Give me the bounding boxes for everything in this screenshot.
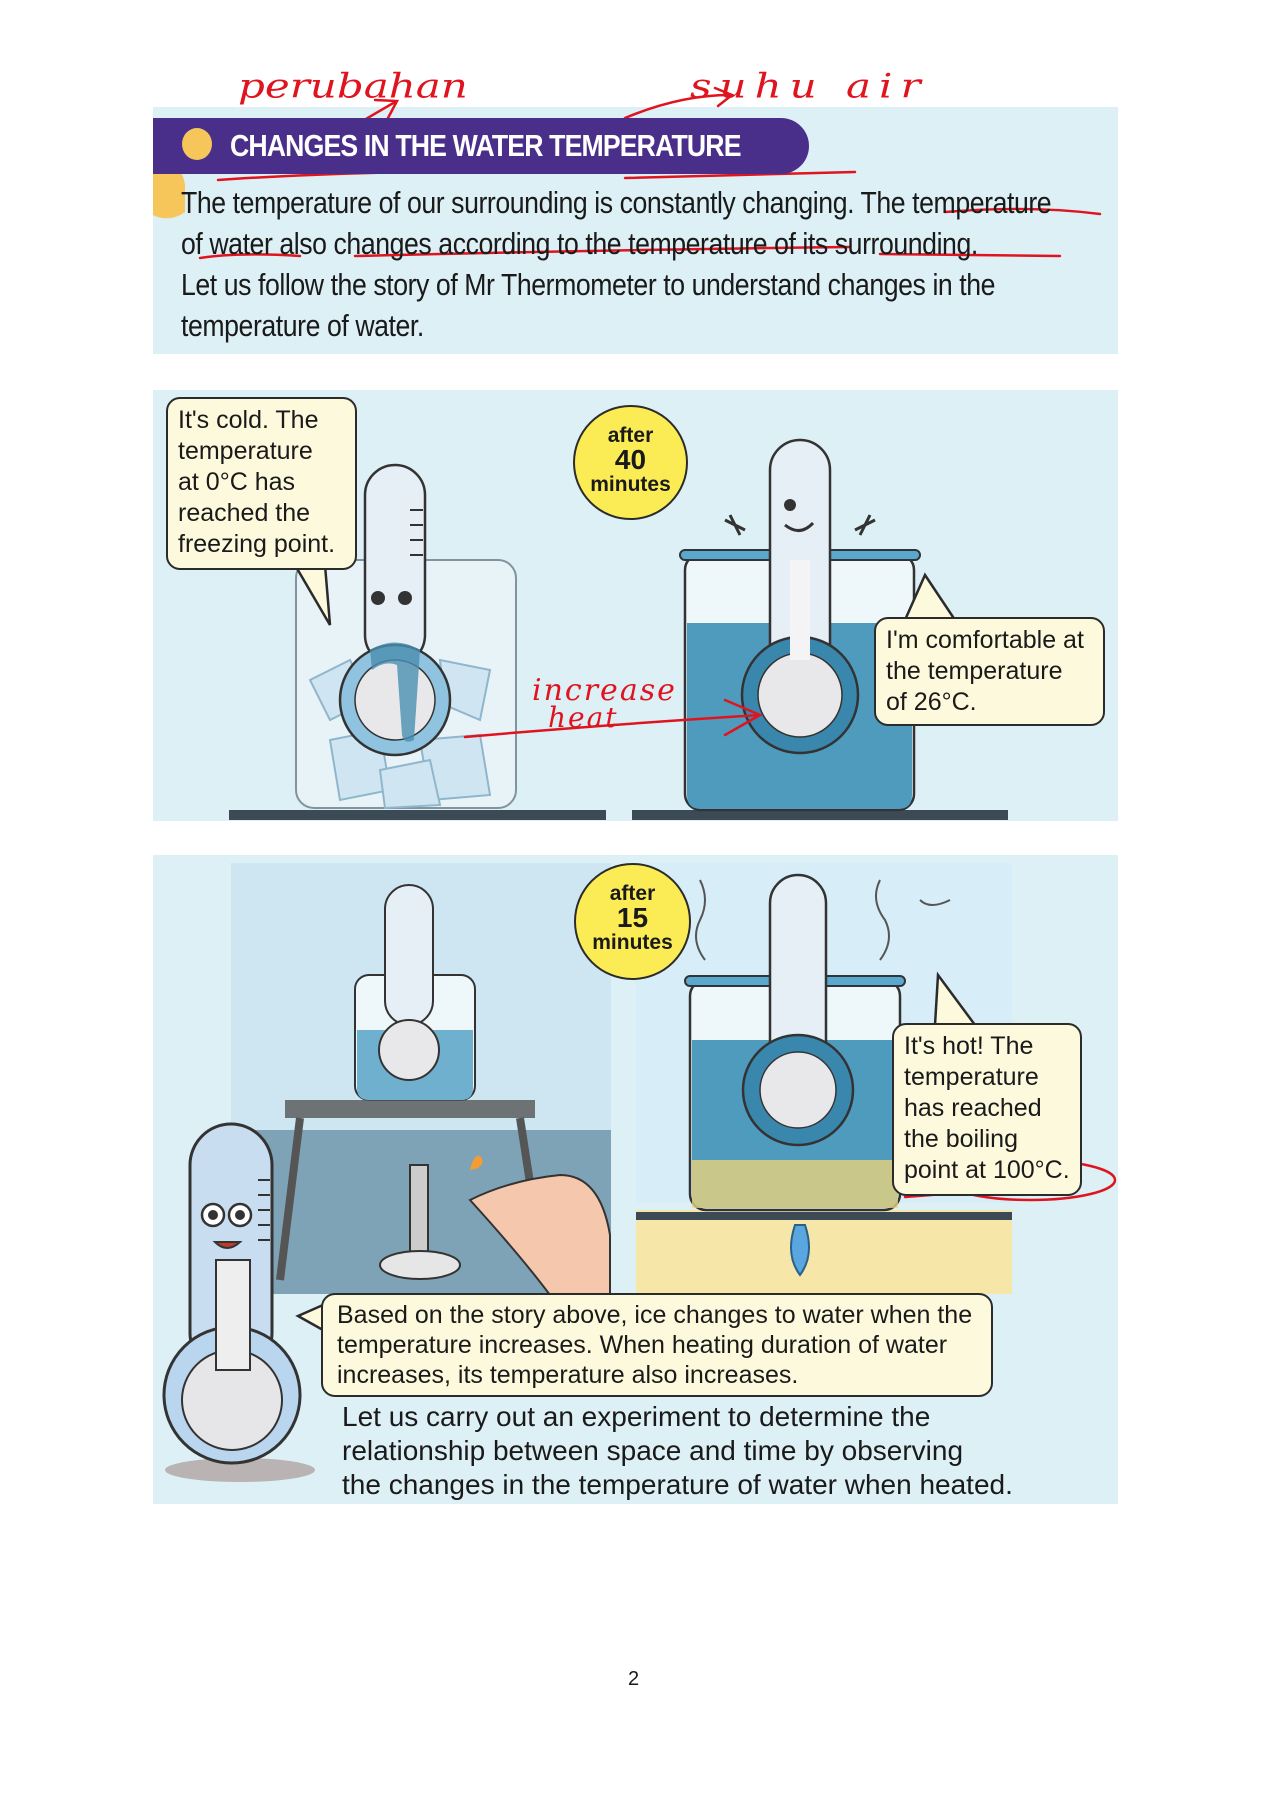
bubble-line: the boiling bbox=[904, 1125, 1018, 1153]
outro-line: Let us carry out an experiment to determ… bbox=[342, 1401, 931, 1432]
timer-label-bottom: minutes bbox=[592, 931, 673, 954]
comfortable-speech-bubble: I'm comfortable at the temperature of 26… bbox=[874, 617, 1105, 726]
bubble-line: reached the bbox=[178, 499, 311, 527]
bubble-line: has reached bbox=[904, 1094, 1042, 1122]
bubble-line: at 0°C has bbox=[178, 468, 296, 496]
boiling-beaker-illustration bbox=[636, 873, 1012, 1277]
timer-label-top: after bbox=[609, 882, 656, 905]
intro-line: The temperature of our surrounding is co… bbox=[181, 185, 1052, 220]
bubble-line: It's cold. The bbox=[178, 406, 319, 434]
bubble-tail bbox=[933, 971, 977, 1026]
outro-line: the changes in the temperature of water … bbox=[342, 1469, 1013, 1500]
cold-beaker-illustration bbox=[229, 463, 606, 820]
header-bullet-icon bbox=[182, 128, 212, 160]
section-title: CHANGES IN THE WATER TEMPERATURE bbox=[230, 128, 741, 163]
timer-number: 40 bbox=[614, 444, 647, 475]
bubble-tail bbox=[295, 1303, 324, 1332]
bubble-line: temperature increases. When heating dura… bbox=[337, 1331, 948, 1359]
bubble-tail bbox=[903, 572, 957, 621]
bubble-line: I'm comfortable at bbox=[886, 626, 1084, 654]
intro-line: Let us follow the story of Mr Thermomete… bbox=[181, 267, 996, 302]
outro-line: relationship between space and time by o… bbox=[342, 1435, 964, 1466]
bubble-line: It's hot! The bbox=[904, 1032, 1034, 1060]
annotation-heat: heat bbox=[548, 701, 619, 734]
intro-paragraph: The temperature of our surrounding is co… bbox=[181, 182, 1193, 346]
bubble-line: increases, its temperature also increase… bbox=[337, 1361, 799, 1389]
handwritten-notes: perubahan suhu air increase heat bbox=[238, 67, 929, 734]
heating-setup-illustration bbox=[276, 884, 611, 1296]
intro-line: of water also changes according to the t… bbox=[181, 226, 978, 261]
page-number: 2 bbox=[628, 1668, 640, 1690]
timer-number: 15 bbox=[616, 902, 649, 933]
bubble-tail bbox=[293, 564, 332, 626]
annotation-perubahan: perubahan bbox=[238, 67, 468, 106]
timer-badge-15-minutes: after 15 minutes bbox=[574, 863, 691, 980]
bubble-line: temperature bbox=[178, 437, 313, 465]
intro-line: temperature of water. bbox=[181, 308, 424, 343]
timer-badge-40-minutes: after 40 minutes bbox=[573, 405, 688, 520]
thermometer-character-illustration bbox=[162, 1122, 315, 1482]
timer-label-bottom: minutes bbox=[590, 473, 671, 496]
hot-speech-bubble: It's hot! The temperature has reached th… bbox=[892, 1023, 1082, 1196]
timer-label-top: after bbox=[607, 424, 654, 447]
summary-speech-bubble: Based on the story above, ice changes to… bbox=[321, 1293, 993, 1397]
experiment-intro-text: Let us carry out an experiment to determ… bbox=[342, 1400, 1013, 1502]
bubble-line: of 26°C. bbox=[886, 688, 977, 716]
bubble-line: point at 100°C. bbox=[904, 1156, 1070, 1184]
bubble-line: Based on the story above, ice changes to… bbox=[337, 1301, 973, 1329]
bubble-line: freezing point. bbox=[178, 530, 336, 558]
section-header-bar bbox=[153, 118, 809, 174]
bubble-line: the temperature bbox=[886, 657, 1063, 685]
cold-speech-bubble: It's cold. The temperature at 0°C has re… bbox=[166, 397, 357, 570]
warm-beaker-illustration bbox=[632, 438, 1008, 820]
annotation-increase: increase bbox=[532, 673, 677, 708]
annotation-suhu-air: suhu air bbox=[690, 67, 929, 106]
bubble-line: temperature bbox=[904, 1063, 1039, 1091]
